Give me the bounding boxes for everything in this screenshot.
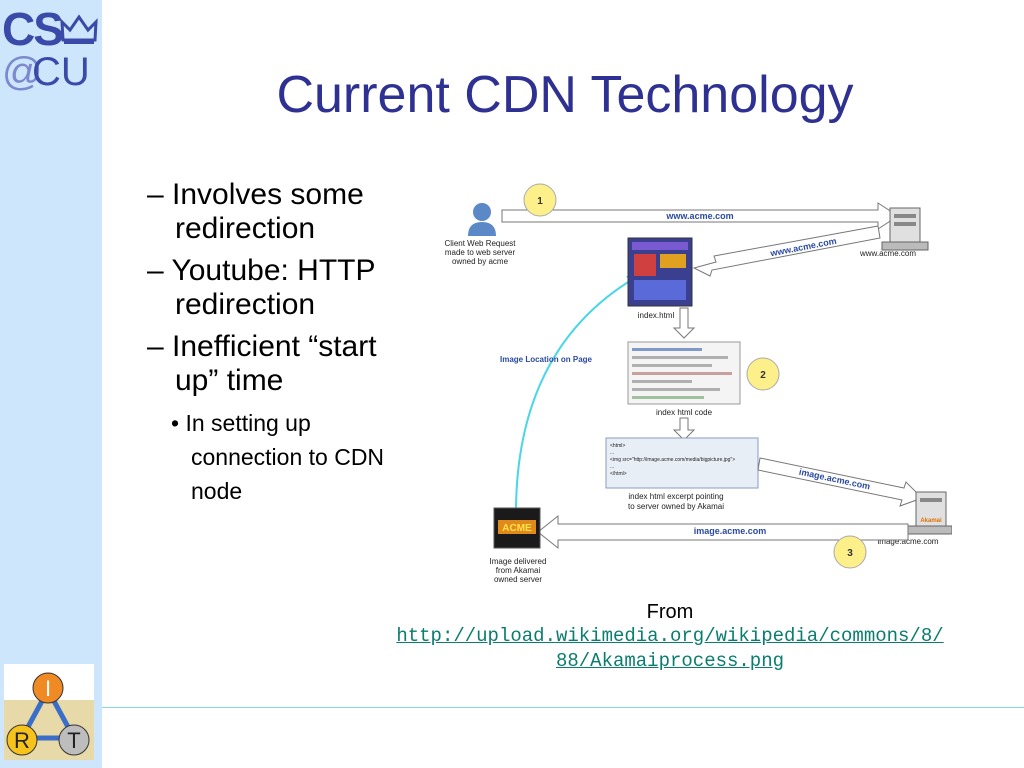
akamai-server-icon — [907, 491, 952, 535]
sub-bullet-text: In setting up connection to CDN node — [185, 410, 385, 504]
code-line: ... — [610, 464, 614, 470]
irt-r-circle — [6, 724, 38, 756]
html-excerpt-box — [605, 437, 759, 489]
code-line: <img src="http://image.acme.com/media/bi… — [610, 457, 735, 463]
acme-logo-text: ACME — [502, 523, 532, 534]
code-line: ... — [610, 450, 614, 456]
excerpt-label-line: index html excerpt pointing — [628, 492, 723, 501]
sidebar — [0, 0, 102, 768]
source-link-line[interactable]: 88/Akamaiprocess.png — [555, 650, 785, 672]
akamai-brand: Akamai — [920, 518, 942, 524]
irt-i-letter: I — [45, 676, 51, 701]
index-code-label: index html code — [656, 408, 713, 417]
footer-divider — [102, 707, 1024, 708]
caption-from: From — [646, 601, 694, 623]
html-code-thumbnail — [627, 341, 741, 405]
irt-t-letter: T — [67, 728, 80, 753]
image-location-label: Image Location on Page — [500, 355, 593, 364]
arrow-image-request — [757, 457, 923, 507]
code-line: <html> — [610, 443, 625, 449]
slide-title: Current CDN Technology — [276, 66, 854, 124]
client-label-line: Client Web Request — [445, 239, 517, 248]
irt-t-circle — [58, 724, 90, 756]
delivered-label-line: Image delivered — [490, 557, 547, 566]
code-line: </html> — [610, 471, 627, 477]
cs-cu-logo: CS @ CU — [2, 6, 100, 94]
arrow-response-label: www.acme.com — [769, 236, 838, 259]
irt-i-circle — [32, 672, 64, 704]
logo-cu-text: CU — [32, 50, 90, 94]
client-label-line: made to web server — [445, 248, 516, 257]
akamai-server-label: image.acme.com — [878, 537, 939, 546]
excerpt-label-line: to server owned by Akamai — [628, 502, 724, 511]
crown-icon — [60, 14, 98, 44]
bullet-list: – Involves some redirection – Youtube: H… — [147, 178, 407, 508]
user-icon — [468, 203, 496, 236]
webpage-thumbnail — [627, 237, 693, 307]
bullet-item: – Youtube: HTTP redirection — [147, 254, 375, 321]
delivered-label-line: from Akamai — [496, 566, 541, 575]
arrow-request — [501, 202, 899, 230]
irt-lab-logo: I R T — [4, 664, 94, 760]
web-server-label: www.acme.com — [859, 249, 916, 258]
step-1-circle — [523, 183, 557, 217]
irt-r-letter: R — [14, 728, 30, 753]
image-location-arc — [515, 275, 639, 509]
step-2-number: 2 — [760, 370, 766, 381]
client-label-line: owned by acme — [452, 257, 509, 266]
web-server-icon — [881, 207, 929, 251]
step-3-circle — [833, 535, 867, 569]
step-3-number: 3 — [847, 548, 853, 559]
arrow-response — [692, 225, 881, 277]
index-html-label: index.html — [638, 311, 675, 320]
source-caption: From http://upload.wikimedia.org/wikiped… — [390, 600, 950, 674]
acme-logo-image — [493, 507, 541, 549]
bullet-item: – Involves some redirection — [147, 178, 364, 245]
bullet-text: Inefficient “start up” time — [172, 330, 377, 397]
step-2-circle — [746, 357, 780, 391]
sub-bullet-item: • In setting up connection to CDN node — [171, 410, 385, 504]
delivered-label-line: owned server — [494, 575, 542, 584]
logo-at-text: @ — [2, 50, 43, 94]
bullet-text: Involves some redirection — [172, 178, 364, 245]
arrow-image-delivery-label: image.acme.com — [694, 526, 767, 536]
akamai-process-diagram: Client Web Request made to web server ow… — [445, 183, 952, 584]
source-link-line[interactable]: http://upload.wikimedia.org/wikipedia/co… — [396, 625, 944, 647]
step-1-number: 1 — [537, 196, 543, 207]
bullet-text: Youtube: HTTP redirection — [171, 254, 375, 321]
logo-cs-text: CS — [2, 3, 64, 55]
arrow-request-label: www.acme.com — [665, 211, 733, 221]
bullet-item: – Inefficient “start up” time — [147, 330, 377, 397]
